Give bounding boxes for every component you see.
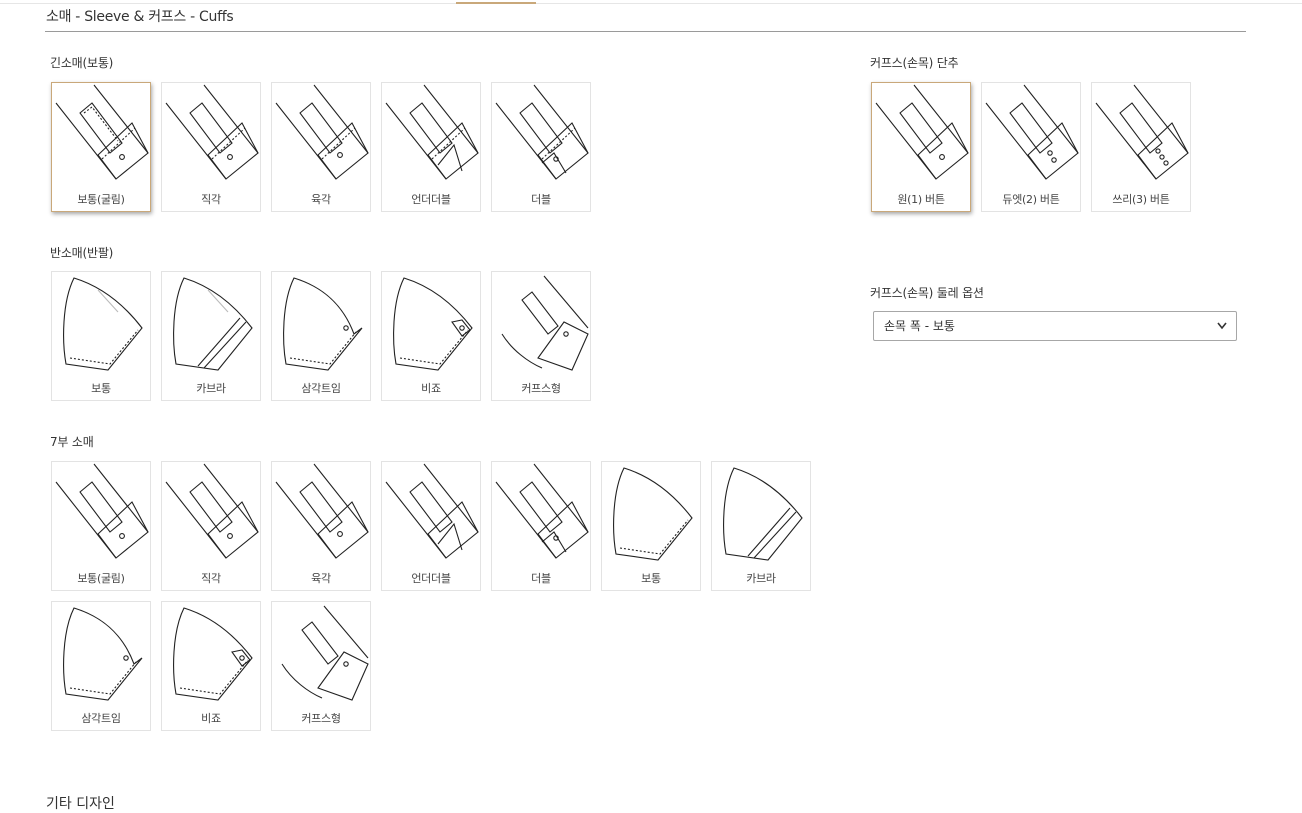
cuff-underdouble-icon [385, 84, 479, 180]
short-sleeve-label: 삼각트임 [301, 382, 341, 395]
long-sleeve-option-square[interactable]: 직각 [161, 82, 261, 212]
long-sleeve-label: 보통(굴림) [77, 193, 125, 206]
long-sleeve-option-double[interactable]: 더블 [491, 82, 591, 212]
short-sleeve-option-slit[interactable]: 삼각트임 [271, 271, 371, 401]
three-quarter-label: 보통(굴림) [77, 572, 125, 585]
three-quarter-option[interactable]: 직각 [161, 461, 261, 591]
cuff-circumference-selected: 손목 폭 - 보통 [884, 319, 955, 333]
long-sleeve-option-hexagon[interactable]: 육각 [271, 82, 371, 212]
long-sleeve-label: 직각 [201, 193, 221, 206]
cuff-button-option-two[interactable]: 듀엣(2) 버튼 [981, 82, 1081, 212]
short-sleeve-plain-icon [613, 467, 693, 561]
active-tab-indicator [456, 2, 536, 4]
short-sleeve-tab-icon [173, 607, 253, 701]
short-sleeve-slit-icon [63, 607, 143, 701]
cuff-double-icon [495, 463, 589, 559]
cuff-square-icon [165, 84, 259, 180]
other-design-title: 기타 디자인 [46, 796, 115, 812]
three-quarter-option[interactable]: 비죠 [161, 601, 261, 731]
cuff-double-icon [495, 84, 589, 180]
top-divider [0, 3, 1302, 4]
three-quarter-label: 더블 [531, 572, 551, 585]
long-sleeve-option-underdouble[interactable]: 언더더블 [381, 82, 481, 212]
one-button-cuff-icon [875, 84, 969, 180]
short-sleeve-title: 반소매(반팔) [50, 246, 114, 260]
short-sleeve-option-cuffed[interactable]: 카브라 [161, 271, 261, 401]
cuff-button-label: 원(1) 버튼 [897, 193, 945, 206]
cuff-square-icon [165, 463, 259, 559]
cuff-hexagon-icon [275, 84, 369, 180]
short-sleeve-cuff-type-icon [501, 275, 589, 371]
three-quarter-option[interactable]: 보통(굴림) [51, 461, 151, 591]
three-quarter-label: 보통 [641, 572, 661, 585]
short-sleeve-cuff-type-icon [281, 605, 369, 701]
long-sleeve-label: 언더더블 [411, 193, 451, 206]
chevron-down-icon [1217, 322, 1227, 330]
section-divider [45, 31, 1246, 32]
short-sleeve-option-plain[interactable]: 보통 [51, 271, 151, 401]
three-quarter-label: 언더더블 [411, 572, 451, 585]
three-quarter-label: 카브라 [746, 572, 776, 585]
three-quarter-label: 직각 [201, 572, 221, 585]
cuff-underdouble-icon [385, 463, 479, 559]
short-sleeve-label: 비죠 [421, 382, 441, 395]
three-quarter-option[interactable]: 삼각트임 [51, 601, 151, 731]
cuff-circumference-title: 커프스(손목) 둘레 옵션 [870, 286, 984, 300]
three-quarter-label: 커프스형 [301, 712, 341, 725]
long-sleeve-label: 더블 [531, 193, 551, 206]
three-quarter-label: 삼각트임 [81, 712, 121, 725]
three-quarter-label: 비죠 [201, 712, 221, 725]
cuff-rounded-icon [55, 84, 149, 180]
three-quarter-title: 7부 소매 [50, 435, 94, 449]
short-sleeve-label: 커프스형 [521, 382, 561, 395]
cuff-button-option-one[interactable]: 원(1) 버튼 [871, 82, 971, 212]
three-quarter-label: 육각 [311, 572, 331, 585]
short-sleeve-option-cuff-type[interactable]: 커프스형 [491, 271, 591, 401]
section-title: 소매 - Sleeve & 커프스 - Cuffs [46, 9, 234, 25]
three-quarter-option[interactable]: 더블 [491, 461, 591, 591]
short-sleeve-label: 보통 [91, 382, 111, 395]
three-quarter-option[interactable]: 커프스형 [271, 601, 371, 731]
short-sleeve-slit-icon [283, 277, 363, 371]
three-button-cuff-icon [1095, 84, 1189, 180]
cuff-button-label: 쓰리(3) 버튼 [1112, 193, 1170, 206]
cuff-button-option-three[interactable]: 쓰리(3) 버튼 [1091, 82, 1191, 212]
cuff-rounded-icon [55, 463, 149, 559]
short-sleeve-cuffed-icon [723, 467, 803, 561]
short-sleeve-plain-icon [63, 277, 143, 371]
three-quarter-option[interactable]: 카브라 [711, 461, 811, 591]
short-sleeve-tab-icon [393, 277, 473, 371]
long-sleeve-title: 긴소매(보통) [50, 56, 114, 70]
short-sleeve-label: 카브라 [196, 382, 226, 395]
three-quarter-option[interactable]: 보통 [601, 461, 701, 591]
two-button-cuff-icon [985, 84, 1079, 180]
cuff-buttons-title: 커프스(손목) 단추 [870, 56, 959, 70]
short-sleeve-option-tab[interactable]: 비죠 [381, 271, 481, 401]
three-quarter-option[interactable]: 육각 [271, 461, 371, 591]
three-quarter-option[interactable]: 언더더블 [381, 461, 481, 591]
long-sleeve-option-rounded[interactable]: 보통(굴림) [51, 82, 151, 212]
cuff-hexagon-icon [275, 463, 369, 559]
cuff-circumference-select[interactable]: 손목 폭 - 보통 [873, 311, 1237, 341]
long-sleeve-label: 육각 [311, 193, 331, 206]
short-sleeve-cuffed-icon [173, 277, 253, 371]
cuff-button-label: 듀엣(2) 버튼 [1002, 193, 1060, 206]
